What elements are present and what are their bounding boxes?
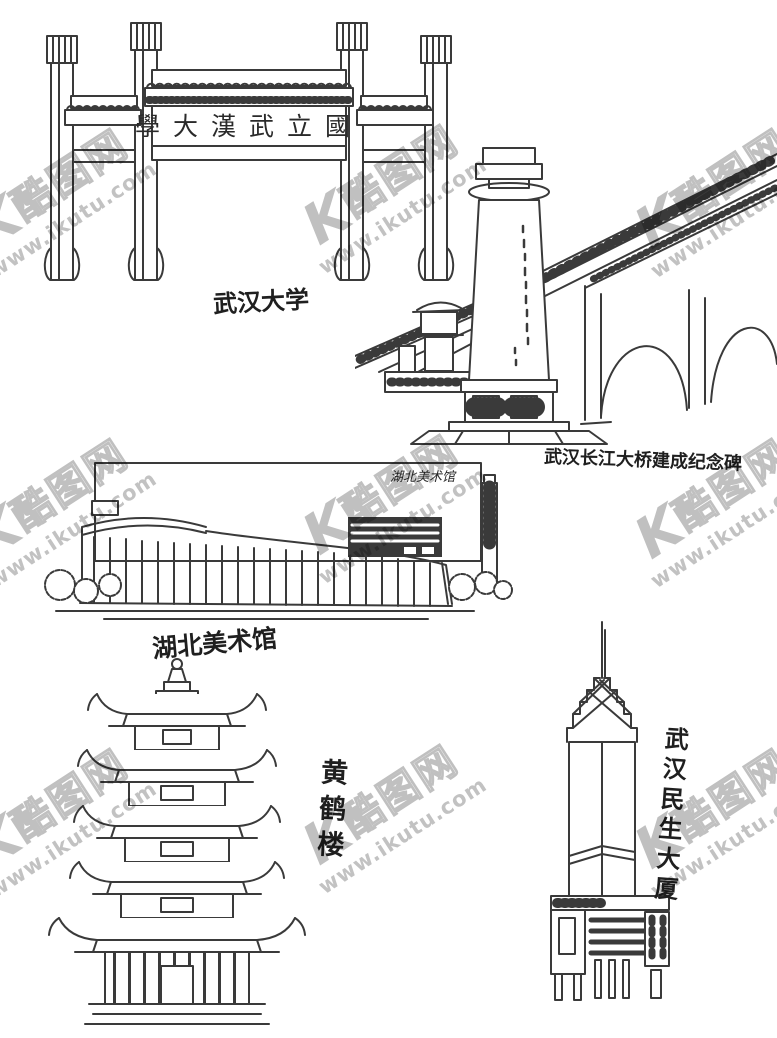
kutu-logo-icon: K [0,803,34,882]
kutu-logo-icon: K [0,183,34,262]
watermark-brand: 酷图网 [333,737,468,847]
gate-plaque-text: 學大漢武立國 [135,112,363,141]
watermark-url: www.ikutu.com [646,466,777,593]
museum-sign-text: 湖北美术馆 [390,470,457,485]
yangtze-bridge-monument-drawing [355,147,777,445]
kutu-logo-icon: K [0,493,34,572]
caption-wuhan-university: 武汉大学 [212,285,310,319]
kutu-logo-icon: K [623,493,696,572]
yellow-crane-tower-drawing [48,658,306,1025]
hubei-art-museum-drawing: 湖北美术馆 [44,462,513,620]
caption-yellow-crane-tower: 黄鹤楼 [311,757,348,867]
wuhan-university-gate-drawing: 學大漢武立國 [43,22,455,281]
minsheng-building-drawing [550,621,670,1001]
caption-bridge-monument: 武汉长江大桥建成纪念碑 [543,446,743,475]
